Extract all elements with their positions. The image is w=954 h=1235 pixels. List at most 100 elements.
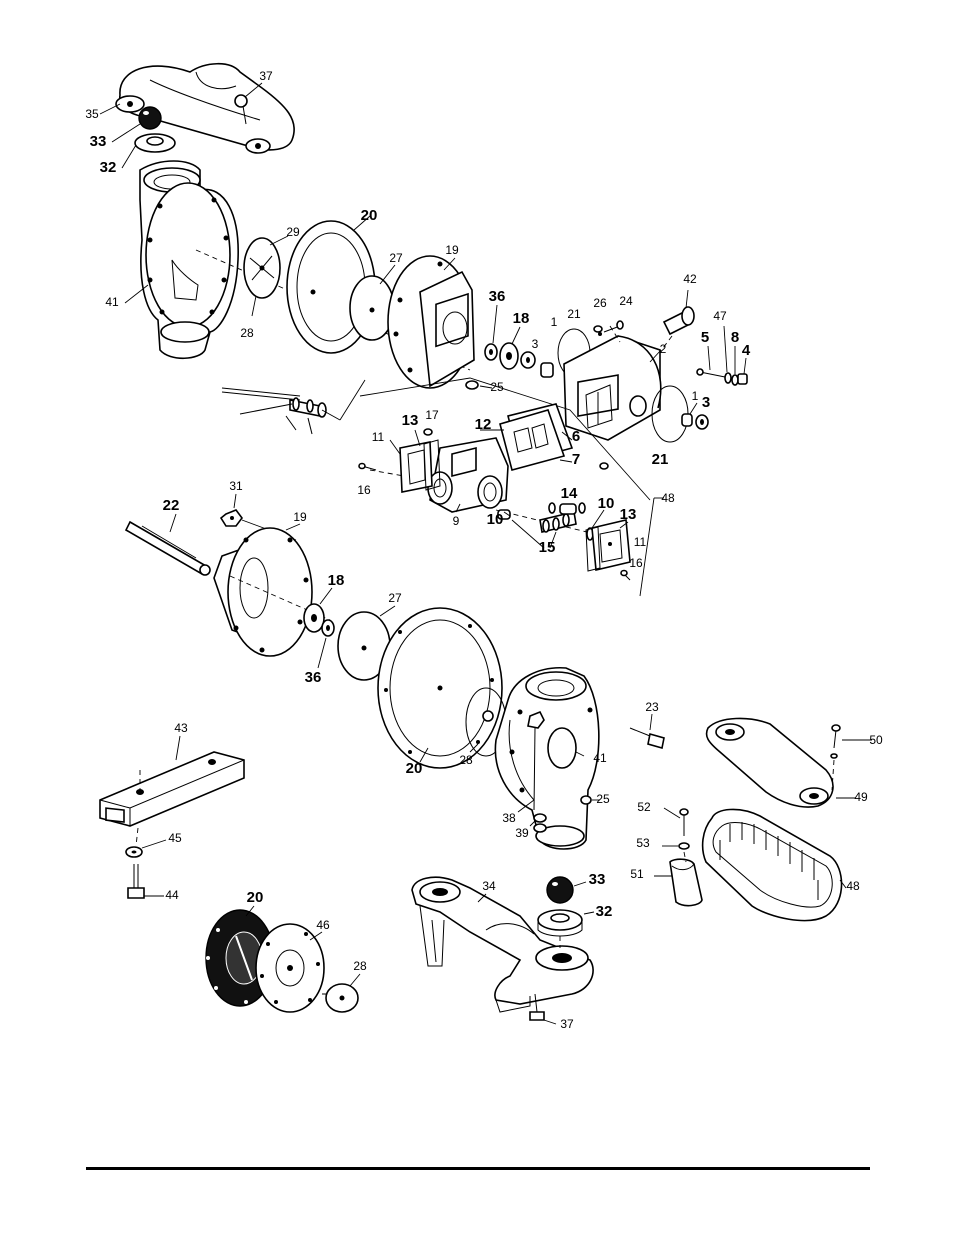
diaphragm-shaft-upper xyxy=(222,388,326,434)
part-label-6: 6 xyxy=(572,428,580,445)
part-label-38: 38 xyxy=(502,811,516,825)
end-cap-11-left xyxy=(400,442,432,492)
part-label-24: 24 xyxy=(619,294,633,308)
check-ball-bottom xyxy=(547,877,573,903)
part-label-9: 9 xyxy=(453,514,460,528)
part-label-17: 17 xyxy=(425,408,439,422)
washer-45 xyxy=(126,847,142,857)
part-label-44: 44 xyxy=(165,888,179,902)
part-label-1: 1 xyxy=(551,315,558,329)
valve-seat-bottom xyxy=(538,910,582,936)
seal-ring-36 xyxy=(485,344,497,360)
inner-chamber-left xyxy=(388,256,474,388)
part-label-33: 33 xyxy=(90,133,107,150)
part-label-31: 31 xyxy=(229,479,243,493)
part-label-21: 21 xyxy=(652,451,669,468)
part-label-51: 51 xyxy=(630,867,644,881)
sleeve-14 xyxy=(549,503,585,514)
part-label-12: 12 xyxy=(475,416,492,433)
part-label-13: 13 xyxy=(620,506,637,523)
seal-ring-36-lower xyxy=(322,620,334,636)
plug-4 xyxy=(738,374,747,384)
part-label-15: 15 xyxy=(539,539,556,556)
part-label-3: 3 xyxy=(702,394,710,411)
part-label-25: 25 xyxy=(490,380,504,394)
silencer-element-51 xyxy=(670,859,702,905)
backup-diaphragm-left xyxy=(350,276,394,340)
inner-plate-18 xyxy=(500,343,518,369)
part-label-11: 11 xyxy=(634,535,647,549)
part-label-36: 36 xyxy=(305,669,322,686)
part-label-25: 25 xyxy=(596,792,610,806)
part-label-33: 33 xyxy=(589,871,606,888)
bushing-3-right xyxy=(696,415,708,429)
exhaust-fitting-42 xyxy=(664,290,694,334)
part-label-10: 10 xyxy=(598,495,615,512)
muffler-cover-49 xyxy=(707,718,833,807)
part-label-16: 16 xyxy=(629,556,643,570)
part-label-28: 28 xyxy=(240,326,254,340)
nut-31 xyxy=(221,510,242,526)
part-label-13: 13 xyxy=(402,412,419,429)
part-label-20: 20 xyxy=(247,889,264,906)
part-label-20: 20 xyxy=(406,760,423,777)
part-label-47: 47 xyxy=(713,309,727,323)
part-label-34: 34 xyxy=(482,879,496,893)
capscrew-26 xyxy=(594,326,602,332)
nut-25-upper xyxy=(466,381,478,389)
nut-25-lower xyxy=(581,796,591,804)
lockwasher-53 xyxy=(679,843,689,849)
part-label-18: 18 xyxy=(328,572,345,589)
capscrew-52 xyxy=(680,809,688,836)
part-label-4: 4 xyxy=(742,342,751,359)
part-label-46: 46 xyxy=(316,918,330,932)
bushing-3-left xyxy=(521,352,535,368)
part-label-41: 41 xyxy=(105,295,119,309)
washer-8 xyxy=(732,375,738,385)
diaphragm-shaft-22 xyxy=(126,522,210,575)
part-label-27: 27 xyxy=(388,591,402,605)
mounting-foot-43 xyxy=(100,752,244,826)
part-label-18: 18 xyxy=(513,310,530,327)
capscrew-50 xyxy=(831,725,840,758)
part-label-2: 2 xyxy=(660,342,667,356)
part-label-50: 50 xyxy=(869,733,883,747)
part-label-39: 39 xyxy=(515,826,529,840)
part-label-35: 35 xyxy=(85,107,99,121)
check-ball-top xyxy=(139,107,161,129)
screw-16-right xyxy=(621,571,630,581)
part-label-22: 22 xyxy=(163,497,180,514)
diaphragm-plate-28-bottom xyxy=(322,984,358,1012)
part-label-3: 3 xyxy=(532,337,539,351)
part-label-36: 36 xyxy=(489,288,506,305)
part-label-27: 27 xyxy=(389,251,403,265)
part-label-14: 14 xyxy=(561,485,578,502)
center-section xyxy=(564,332,661,440)
screw-16-left xyxy=(359,464,376,471)
spool-15 xyxy=(540,512,576,532)
part-label-10: 10 xyxy=(487,511,504,528)
part-label-11: 11 xyxy=(372,430,385,444)
outer-chamber-left xyxy=(140,161,238,358)
part-label-29: 29 xyxy=(286,225,300,239)
capscrew-44 xyxy=(128,864,144,898)
part-label-8: 8 xyxy=(731,329,739,346)
part-label-49: 49 xyxy=(854,790,868,804)
bushing-1-left xyxy=(541,363,553,377)
part-label-43: 43 xyxy=(174,721,188,735)
part-label-42: 42 xyxy=(683,272,697,286)
part-label-53: 53 xyxy=(636,836,650,850)
bolt-23 xyxy=(630,728,664,748)
part-label-37: 37 xyxy=(560,1017,574,1031)
valve-seat-top xyxy=(135,134,175,152)
screw-17 xyxy=(424,429,432,435)
part-label-32: 32 xyxy=(596,903,613,920)
part-label-20: 20 xyxy=(361,207,378,224)
inner-chamber-lower xyxy=(214,528,312,656)
part-label-23: 23 xyxy=(645,700,659,714)
part-label-45: 45 xyxy=(168,831,182,845)
washer-47 xyxy=(725,373,731,383)
part-label-52: 52 xyxy=(637,800,651,814)
part-label-19: 19 xyxy=(445,243,459,257)
part-label-41: 41 xyxy=(593,751,607,765)
